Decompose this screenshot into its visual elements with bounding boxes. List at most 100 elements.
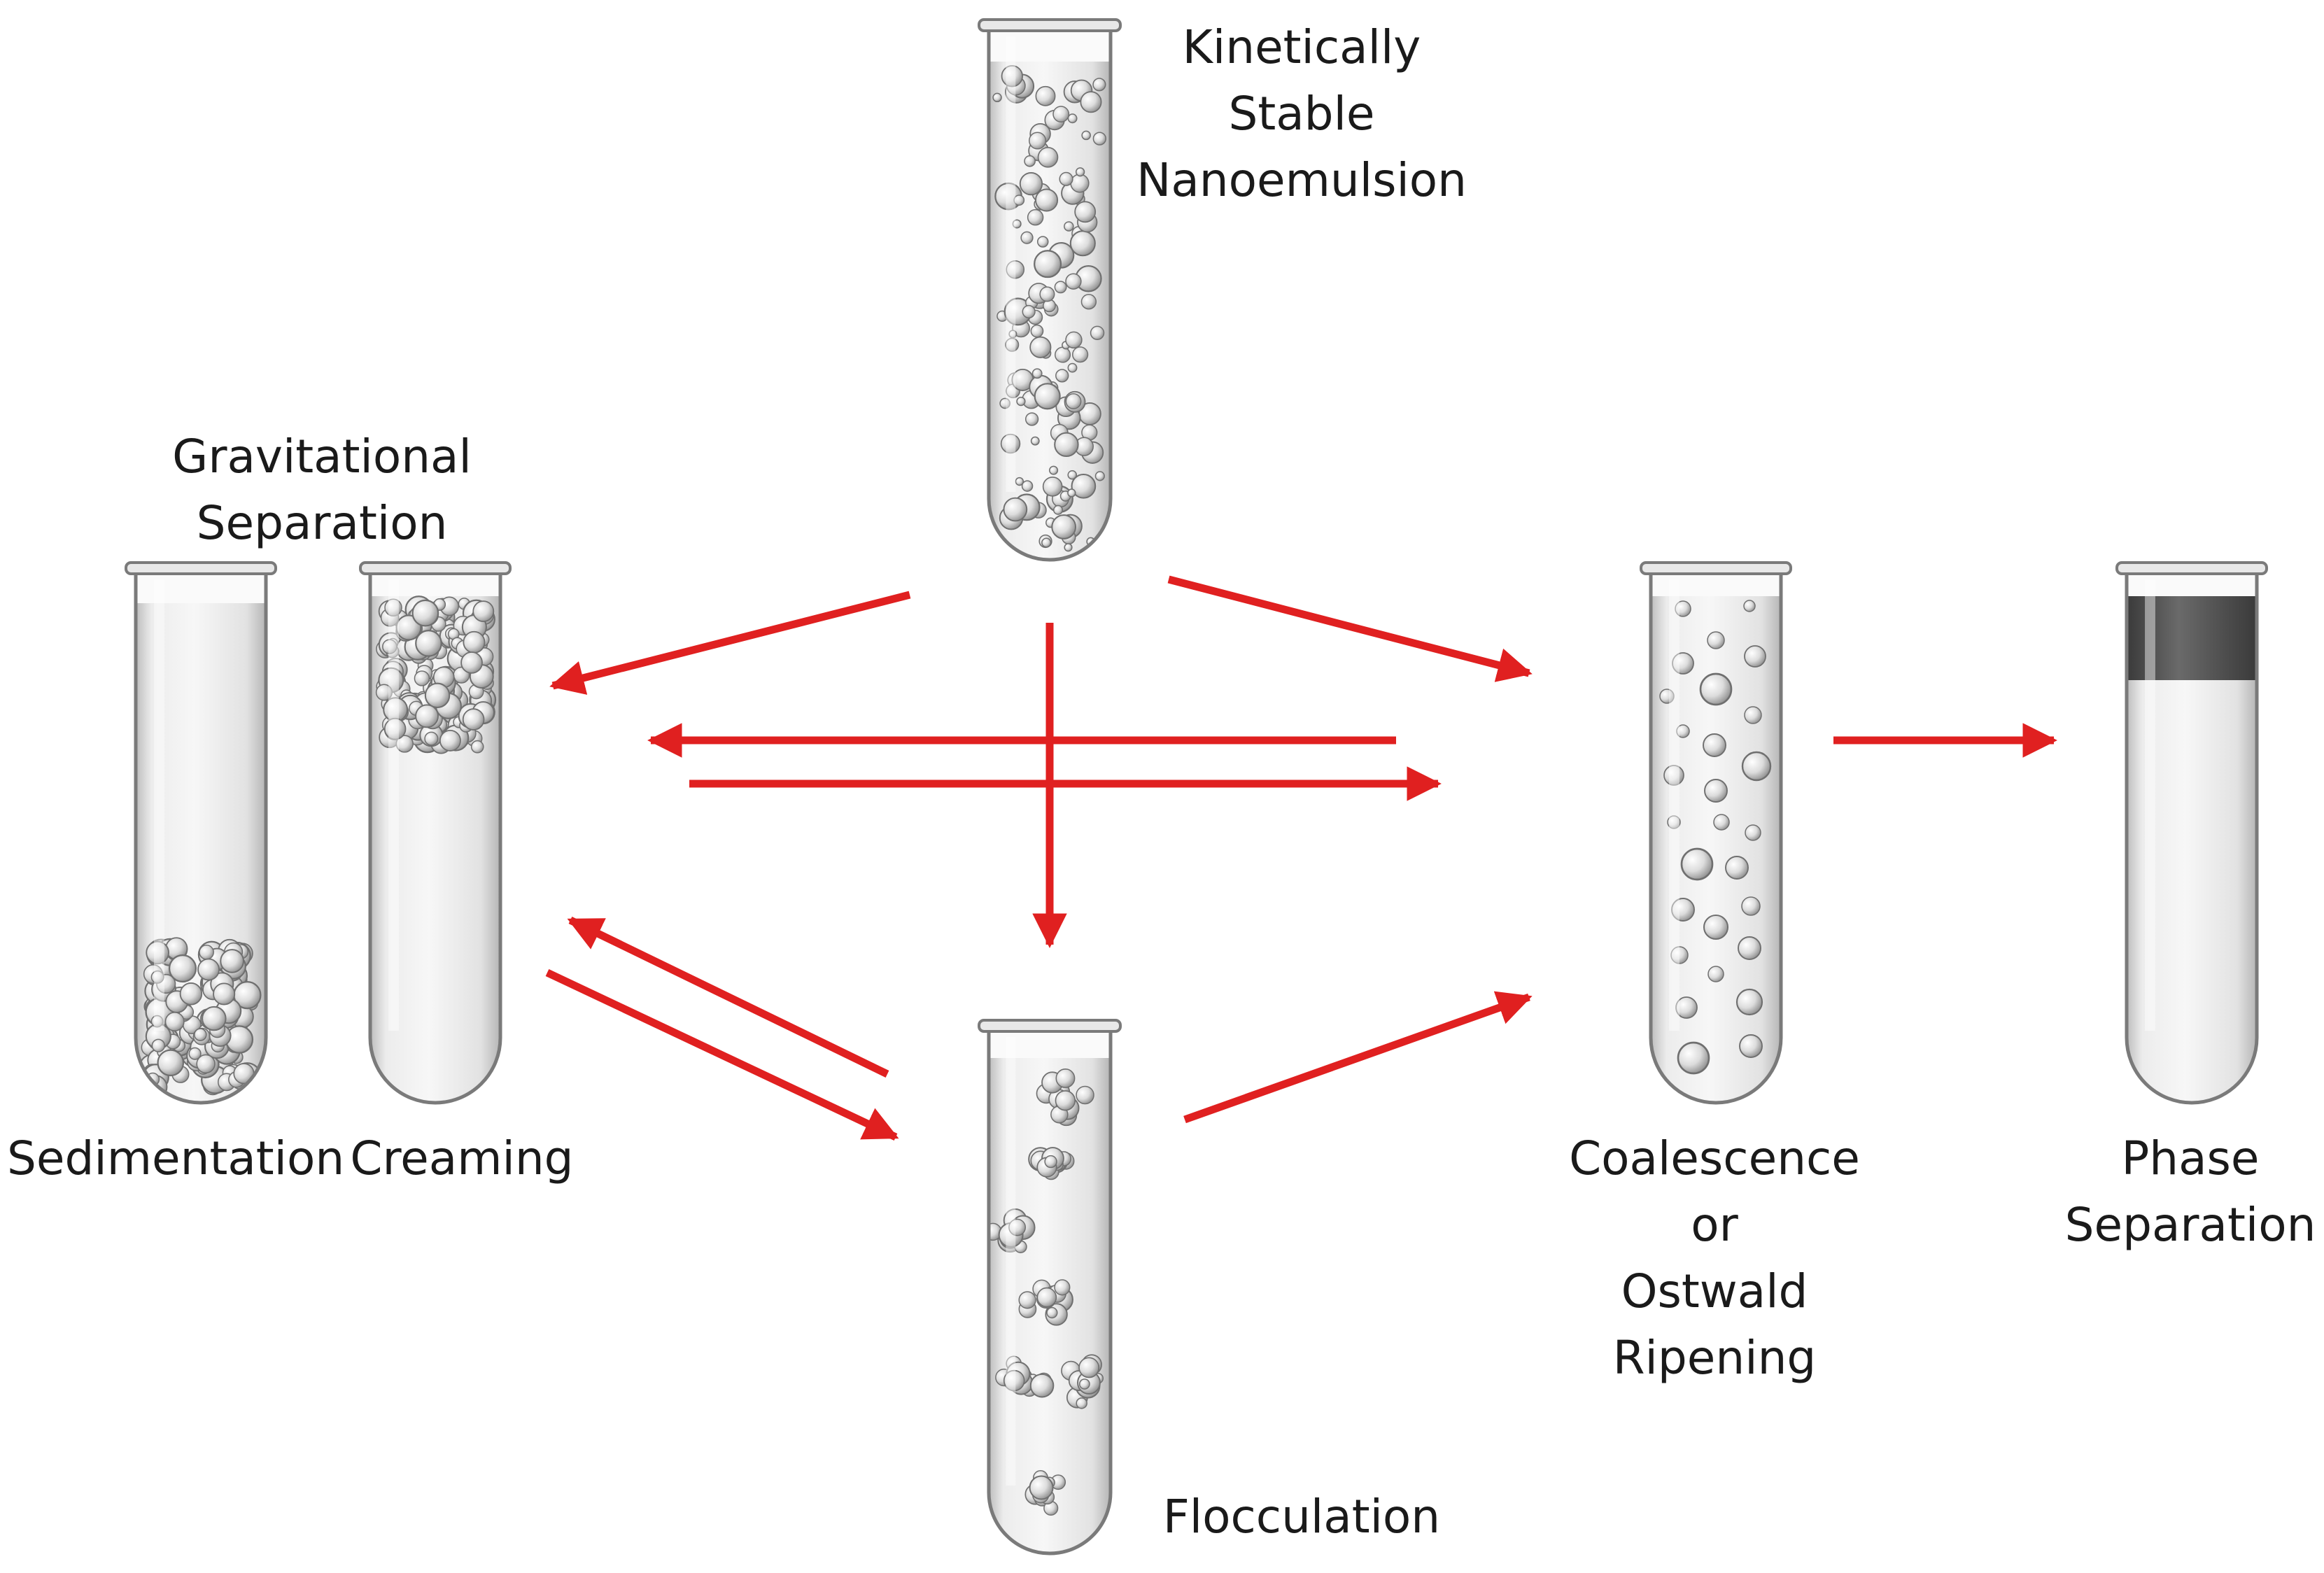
droplet: [1029, 336, 1052, 358]
droplet: [1035, 188, 1059, 212]
droplet: [220, 949, 244, 973]
arrow-flocculation-to-gravitational: [567, 917, 889, 1078]
droplet: [460, 651, 483, 674]
droplet: [1031, 368, 1043, 379]
droplet: [1672, 652, 1694, 675]
droplet: [1078, 1357, 1100, 1378]
tube-outline: [987, 27, 1113, 562]
label-line: Gravitational: [172, 430, 472, 484]
droplet: [1029, 1373, 1055, 1398]
droplet: [1090, 325, 1105, 341]
tube-outline: [368, 570, 502, 1105]
droplet: [199, 945, 214, 960]
droplet: [1054, 281, 1067, 294]
droplet: [1015, 477, 1024, 486]
droplet: [197, 958, 220, 981]
droplet: [164, 1012, 185, 1031]
tube-highlight: [1006, 36, 1016, 492]
droplet: [1042, 477, 1063, 497]
droplet: [1034, 383, 1061, 410]
label-line: Phase: [2121, 1131, 2260, 1185]
droplet: [1741, 751, 1772, 782]
droplet: [1054, 432, 1079, 458]
droplet: [411, 599, 439, 627]
droplet: [1001, 65, 1023, 87]
droplet: [1071, 473, 1097, 499]
droplet: [1707, 966, 1724, 982]
droplet: [1743, 600, 1756, 612]
droplet: [395, 735, 414, 753]
droplet: [415, 704, 439, 728]
tube-air-gap: [2127, 572, 2257, 596]
arrow-stable-to-gravitational: [549, 591, 911, 695]
droplet: [1065, 331, 1083, 349]
droplet: [1055, 1068, 1076, 1088]
label-line: Nanoemulsion: [1136, 153, 1467, 207]
droplet: [202, 1006, 227, 1031]
droplet: [1059, 171, 1073, 186]
droplet: [1075, 167, 1085, 177]
droplet: [1006, 260, 1025, 279]
droplet: [1067, 113, 1078, 124]
droplet: [414, 670, 430, 686]
test-tube-phase-separation: [2115, 561, 2268, 1105]
label-gravitational-separation: Gravitational Separation: [133, 423, 511, 556]
droplet: [1670, 946, 1689, 964]
tube-rim: [125, 561, 277, 575]
label-line: Ripening: [1612, 1331, 1817, 1385]
droplet: [382, 639, 397, 654]
arrow-stable-to-coalescence: [1167, 575, 1533, 682]
label-line: Separation: [2064, 1198, 2316, 1252]
droplet: [462, 708, 485, 731]
droplet: [1000, 433, 1021, 454]
tube-outline: [134, 570, 268, 1105]
test-tube-sedimentation: [125, 561, 277, 1105]
label-phase-separation: Phase Separation: [2050, 1125, 2324, 1258]
droplet: [1725, 856, 1749, 880]
droplet: [1005, 337, 1020, 352]
droplet: [1739, 1034, 1763, 1058]
droplet: [1677, 1041, 1710, 1075]
droplet: [1079, 1378, 1090, 1390]
droplet: [424, 731, 439, 746]
label-sedimentation: Sedimentation: [7, 1131, 345, 1185]
droplet: [993, 541, 1003, 551]
droplet: [1699, 672, 1733, 706]
droplet: [1036, 236, 1049, 248]
droplet: [1067, 362, 1078, 373]
droplet: [1667, 815, 1681, 829]
oil-layer: [2127, 596, 2257, 680]
droplet: [1680, 847, 1714, 881]
tube-rim: [1640, 561, 1792, 575]
droplet: [1027, 209, 1044, 226]
droplet: [1022, 304, 1036, 319]
droplet: [1003, 1369, 1025, 1392]
droplet: [1713, 814, 1730, 831]
label-line: Separation: [196, 496, 448, 550]
droplet: [179, 982, 203, 1006]
label-creaming: Creaming: [350, 1131, 574, 1185]
droplet: [1003, 497, 1028, 522]
droplet: [1067, 470, 1078, 480]
test-tube-creaming: [359, 561, 512, 1105]
droplet: [1703, 914, 1729, 940]
droplet: [1676, 724, 1690, 738]
droplet: [1041, 537, 1052, 548]
droplet: [383, 717, 407, 740]
droplet: [168, 954, 197, 983]
droplet: [1076, 1085, 1094, 1105]
droplet: [1067, 488, 1076, 498]
droplet: [1052, 505, 1064, 515]
droplet: [1024, 412, 1039, 426]
tube-rim: [978, 1019, 1122, 1033]
droplet: [999, 397, 1010, 409]
droplet: [470, 740, 484, 754]
droplet: [1745, 824, 1761, 841]
droplet: [194, 1028, 207, 1041]
droplet: [196, 1054, 216, 1074]
tube-rim: [978, 18, 1122, 32]
tube-rim: [2115, 561, 2268, 575]
droplet: [1675, 600, 1691, 617]
tube-air-gap: [989, 29, 1111, 62]
droplet: [1074, 201, 1097, 223]
